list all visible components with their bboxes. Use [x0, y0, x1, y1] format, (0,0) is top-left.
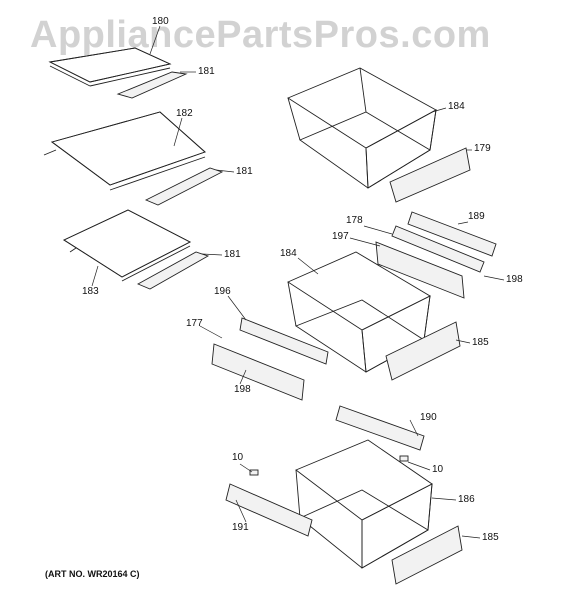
- leader-lines: [91, 25, 505, 539]
- callout-182: 182: [176, 108, 193, 119]
- callout-185-bottom: 185: [482, 532, 499, 543]
- callout-10-left: 10: [232, 452, 244, 463]
- art-number: (ART NO. WR20164 C): [45, 569, 140, 579]
- callout-191: 191: [232, 522, 249, 533]
- callout-184-middle: 184: [280, 248, 297, 259]
- basket-cover-179: [389, 147, 471, 203]
- slide-rail-190: [335, 405, 425, 451]
- screw-10-right: [399, 455, 409, 462]
- callout-181-top: 181: [198, 66, 215, 77]
- slide-rail-189: [407, 211, 497, 257]
- callout-197: 197: [332, 231, 349, 242]
- wire-basket-184-top: [287, 67, 437, 189]
- basket-cover-185-bottom: [391, 525, 463, 585]
- callout-190: 190: [420, 412, 437, 423]
- callout-181-middle: 181: [236, 166, 253, 177]
- callout-186: 186: [458, 494, 475, 505]
- slide-rail-197: [375, 241, 465, 299]
- callout-180: 180: [152, 16, 169, 27]
- watermark: AppliancePartsPros.com: [30, 14, 491, 56]
- slide-rail-191: [225, 483, 313, 537]
- slide-rail-198-right: [391, 225, 485, 273]
- screw-10-left: [249, 469, 259, 476]
- callout-178: 178: [346, 215, 363, 226]
- callout-183: 183: [82, 286, 99, 297]
- basket-cover-185-middle: [385, 321, 461, 381]
- callout-10-right: 10: [432, 464, 444, 475]
- callout-177: 177: [186, 318, 203, 329]
- callout-184-top: 184: [448, 101, 465, 112]
- callout-179: 179: [474, 143, 491, 154]
- shelf-trim-181-middle: [144, 167, 224, 206]
- wire-shelf-183: [63, 209, 191, 282]
- slide-rail-198-left: [211, 343, 305, 401]
- wire-shelf-182: [43, 111, 206, 191]
- shelf-trim-181-bottom: [136, 251, 210, 290]
- callout-181-bottom: 181: [224, 249, 241, 260]
- callout-198-right: 198: [506, 274, 523, 285]
- wire-basket-186: [295, 439, 433, 569]
- callout-185-middle: 185: [472, 337, 489, 348]
- callout-189: 189: [468, 211, 485, 222]
- wire-shelf-180: [48, 47, 172, 87]
- shelf-trim-181-top: [116, 71, 188, 99]
- callout-198-left: 198: [234, 384, 251, 395]
- callout-196: 196: [214, 286, 231, 297]
- slide-rail-196: [239, 317, 329, 365]
